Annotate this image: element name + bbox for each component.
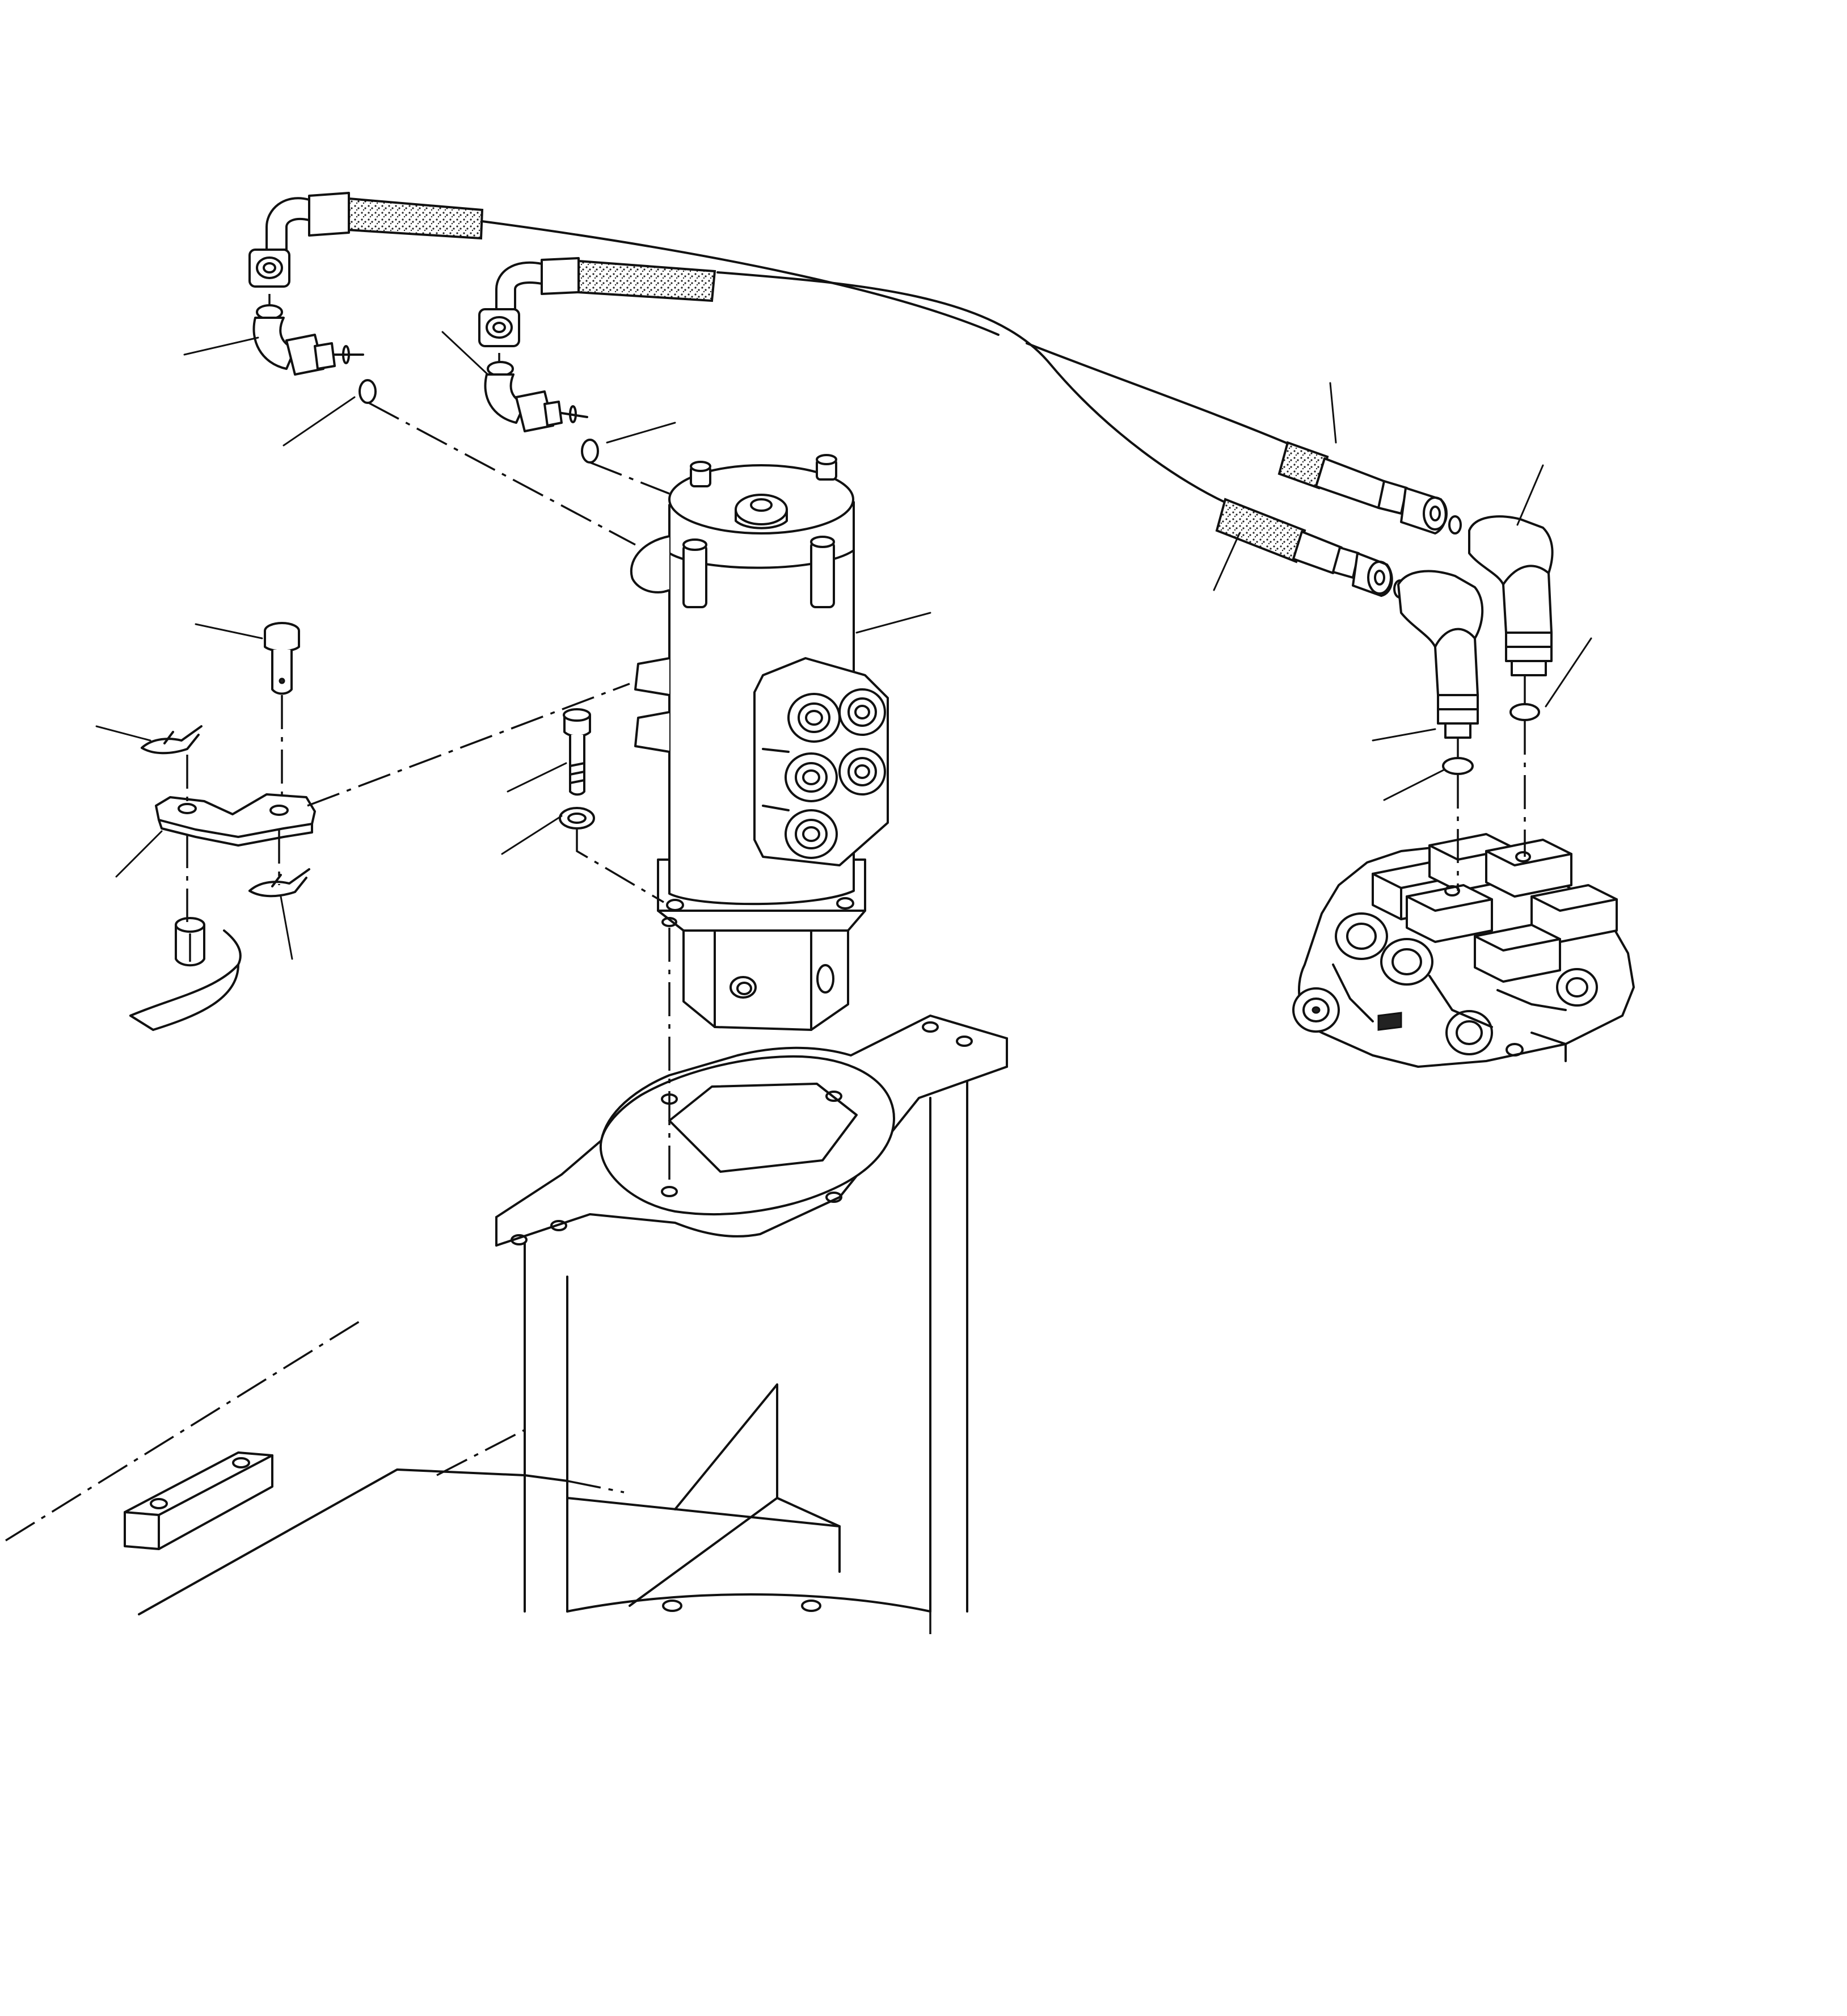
- port-block: [753, 657, 889, 866]
- elbow-fitting-far-right: [1468, 515, 1554, 676]
- hose-end-right-upper: [1277, 441, 1462, 534]
- assembly-centerlines: [186, 294, 1526, 1186]
- hose-nut-center: [478, 308, 520, 347]
- mounting-bolt: [563, 708, 591, 796]
- hydraulic-hose-lower: [495, 257, 1232, 506]
- callout-leaders: [95, 331, 1592, 960]
- pin: [264, 622, 300, 695]
- elbow-fitting-center: [484, 361, 588, 432]
- stop-plate: [155, 793, 316, 847]
- elbow-fitting-left: [252, 304, 364, 376]
- top-bolts: [682, 454, 837, 608]
- hydraulic-hose-upper: [265, 192, 1300, 449]
- cotter-pin: [141, 725, 310, 898]
- elbow-fitting-right: [1397, 570, 1484, 739]
- dowel: [175, 917, 205, 967]
- swivel-joint: [630, 454, 889, 1031]
- hose-nut-left: [248, 249, 290, 288]
- frame-floor: [5, 1318, 625, 1615]
- base-plate: [495, 1015, 1008, 1247]
- washer: [559, 807, 595, 830]
- o-ring: [359, 379, 1540, 827]
- hose-end-right-lower: [1215, 498, 1407, 599]
- control-valve: [1292, 833, 1635, 1068]
- left-base-disc: [129, 929, 242, 1031]
- mounting-frame: [524, 1071, 968, 1634]
